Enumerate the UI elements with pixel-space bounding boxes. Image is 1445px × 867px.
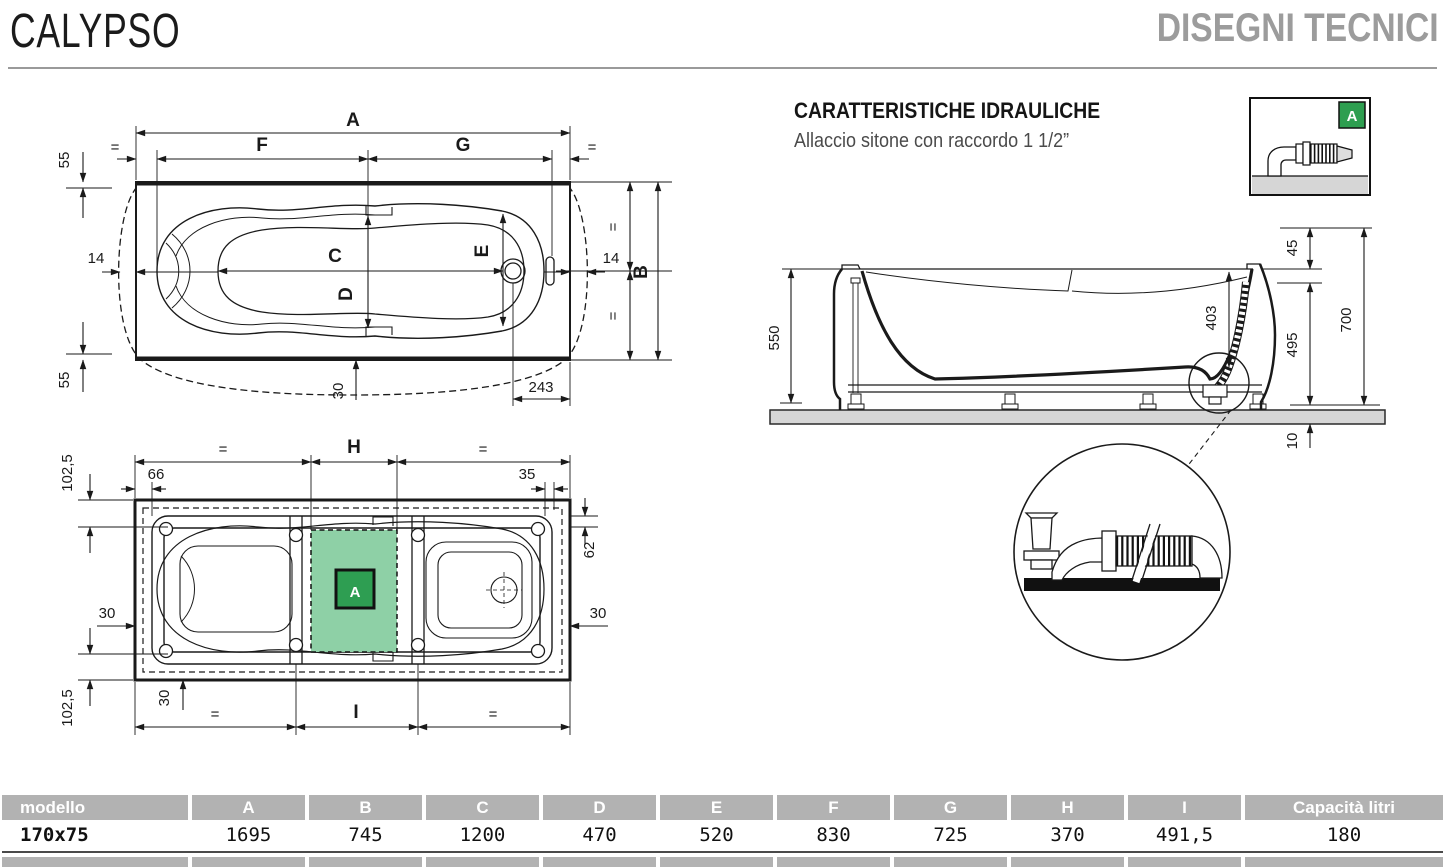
dim-label-14-left: 14 <box>88 250 105 267</box>
column-header: I <box>1128 795 1241 820</box>
overflow-slot <box>545 256 555 286</box>
equal-mark: = <box>479 441 488 458</box>
dim-label-h: H <box>347 437 361 458</box>
column-header: modello <box>2 795 188 820</box>
siphon-icon-box: A <box>1249 97 1371 196</box>
side-view-dimension-lines <box>780 227 1380 448</box>
value-cell: 180 <box>1245 820 1443 850</box>
dim-label-14-right: 14 <box>603 250 620 267</box>
dim-label-55-bottom: 55 <box>56 372 73 389</box>
dim-label-30-right: 30 <box>590 605 607 622</box>
icon-badge <box>1338 101 1366 129</box>
spec-table-header-row: modello A B C D E F G H I Capacità litri <box>0 795 1445 820</box>
tub-lip-outline <box>156 203 545 339</box>
dim-label-102-bottom: 102,5 <box>59 689 76 727</box>
dim-label-700: 700 <box>1338 307 1355 332</box>
spec-table-next-row-clipped <box>0 857 1445 867</box>
tub-bowl-profile <box>860 268 1254 381</box>
column-header: B <box>309 795 422 820</box>
hydraulics-heading: CARATTERISTICHE IDRAULICHE <box>794 98 1101 123</box>
left-apron-edge <box>832 268 843 410</box>
dim-label-35: 35 <box>519 466 536 483</box>
equal-mark: = <box>489 706 498 723</box>
apron-dashed-outline <box>117 186 589 396</box>
value-cell: 370 <box>1011 820 1124 850</box>
column-header: Capacità litri <box>1245 795 1443 820</box>
siphon-badge-letter: A <box>350 584 361 601</box>
dim-label-30-left: 30 <box>99 605 116 622</box>
tub-basin-outline <box>217 222 525 320</box>
siphon-access-badge <box>334 568 376 610</box>
dim-label-66: 66 <box>148 466 165 483</box>
dim-label-c: C <box>328 246 342 267</box>
side-view-drawing: 550 403 45 495 700 10 <box>766 227 1386 661</box>
spec-table-value-row: 170x75 1695 745 1200 470 520 830 725 370… <box>0 820 1445 850</box>
equal-mark: = <box>605 222 622 231</box>
column-header: H <box>1011 795 1124 820</box>
dim-label-30: 30 <box>330 383 347 400</box>
right-panel-edge <box>1258 263 1277 410</box>
value-cell: 745 <box>309 820 422 850</box>
dim-label-d: D <box>336 287 357 301</box>
spec-table: modello A B C D E F G H I Capacità litri… <box>0 795 1445 867</box>
equal-mark: = <box>219 441 228 458</box>
hydraulics-subheading: Allaccio sitone con raccordo 1 1/2” <box>794 130 1070 152</box>
equal-mark: = <box>605 311 622 320</box>
value-cell: 1200 <box>426 820 539 850</box>
dim-label-e: E <box>472 245 493 258</box>
dim-label-a: A <box>346 110 360 131</box>
product-title: CALYPSO <box>10 5 181 58</box>
value-cell: 830 <box>777 820 890 850</box>
column-header: A <box>192 795 305 820</box>
header-divider <box>8 67 1437 69</box>
dim-label-62: 62 <box>581 542 598 559</box>
dim-label-243: 243 <box>528 379 553 396</box>
column-header: D <box>543 795 656 820</box>
dim-label-i: I <box>353 702 358 723</box>
table-divider <box>2 851 1443 853</box>
dim-label-b: B <box>631 265 652 279</box>
frame-view-drawing: A = H = 102,5 66 35 62 30 30 30 = I = 10… <box>59 437 608 735</box>
dim-label-403: 403 <box>1203 305 1220 330</box>
dim-label-30-bottom: 30 <box>156 690 173 707</box>
column-header: F <box>777 795 890 820</box>
equal-mark: = <box>588 139 597 156</box>
dim-label-f: F <box>256 135 268 156</box>
dim-label-g: G <box>456 135 471 156</box>
value-cell: 1695 <box>192 820 305 850</box>
dim-label-550: 550 <box>766 325 783 350</box>
model-cell: 170x75 <box>2 820 188 850</box>
dim-label-495: 495 <box>1284 332 1301 357</box>
column-header: G <box>894 795 1007 820</box>
siphon-detail-circle <box>1013 443 1231 661</box>
equal-mark: = <box>211 706 220 723</box>
equal-mark: = <box>111 139 120 156</box>
icon-badge-letter: A <box>1347 108 1358 125</box>
top-view-dimension-lines <box>66 126 672 406</box>
dim-label-55-top: 55 <box>56 152 73 169</box>
page-title: DISEGNI TECNICI <box>1157 6 1439 50</box>
dim-label-45: 45 <box>1284 240 1301 257</box>
value-cell: 491,5 <box>1128 820 1241 850</box>
column-header: E <box>660 795 773 820</box>
frame-screws <box>158 521 546 659</box>
frame-legs <box>847 277 1267 410</box>
top-view-drawing: A F G = = 55 55 14 14 C D E = = B 30 243 <box>56 110 672 406</box>
support-frame-outer <box>151 515 553 665</box>
value-cell: 520 <box>660 820 773 850</box>
value-cell: 725 <box>894 820 1007 850</box>
column-header: C <box>426 795 539 820</box>
dim-label-10: 10 <box>1284 433 1301 450</box>
dim-label-102-top: 102,5 <box>59 454 76 492</box>
frame-view-dimension-lines <box>78 455 608 735</box>
value-cell: 470 <box>543 820 656 850</box>
floor-bar <box>769 409 1386 425</box>
drain-detail-marker-circle <box>1188 352 1250 414</box>
